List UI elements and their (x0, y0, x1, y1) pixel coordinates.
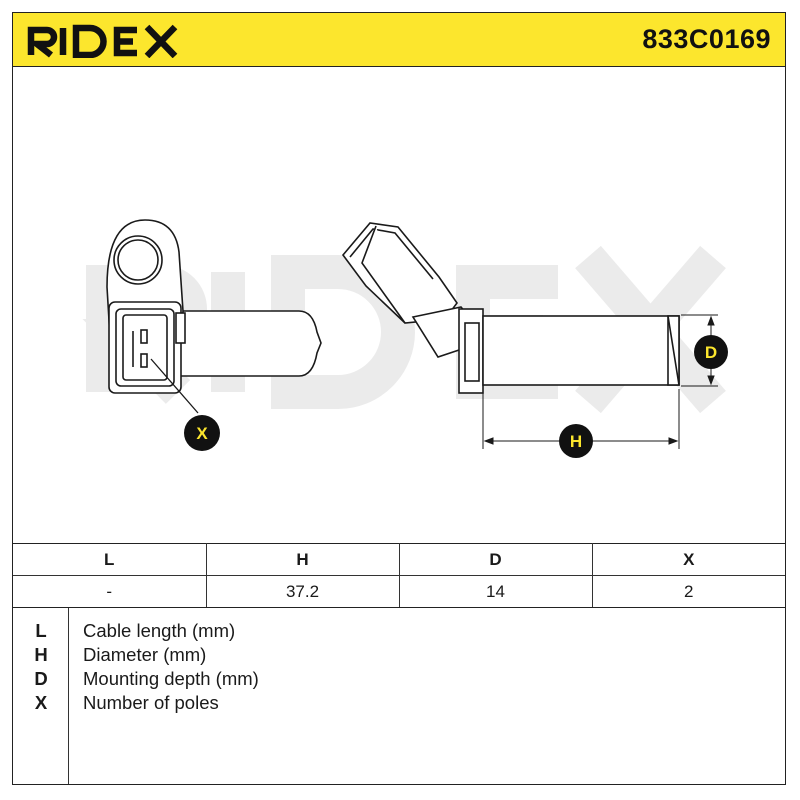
legend-item: X Number of poles (13, 692, 785, 716)
header-cell-x: X (591, 543, 785, 576)
legend-description: Diameter (mm) (83, 644, 207, 665)
value-cell-h: 37.2 (205, 575, 400, 608)
legend-divider (68, 608, 69, 784)
value-cell-d: 14 (398, 575, 593, 608)
legend-code: L (35, 620, 47, 641)
value-cell-x: 2 (591, 575, 785, 608)
legend-code: X (34, 692, 48, 713)
part-number: 833C0169 (642, 24, 771, 54)
ridex-logo (27, 24, 178, 58)
d-marker-label: D (705, 343, 717, 362)
h-marker-label: H (570, 432, 582, 451)
sensor-drawing-svg: X (82, 219, 728, 458)
legend-code: D (34, 668, 48, 689)
h-marker-circle (559, 424, 593, 458)
header-bar: 833C0169 (13, 13, 785, 67)
legend-description: Cable length (mm) (83, 620, 236, 641)
d-marker-circle (694, 335, 728, 369)
x-marker-circle (184, 415, 220, 451)
legend-code: H (34, 644, 48, 665)
header-cell-d: D (398, 543, 593, 576)
legend-item: H Diameter (mm) (13, 644, 785, 668)
sensor-front-view (106, 219, 322, 394)
value-cell-l: - (13, 575, 207, 608)
x-marker-label: X (196, 424, 208, 443)
legend-item: D Mounting depth (mm) (13, 668, 785, 692)
technical-drawing: X (13, 67, 785, 543)
sensor-side-view (341, 222, 680, 394)
dimensions-value-row: - 37.2 14 2 (13, 575, 785, 608)
legend-description: Number of poles (83, 692, 219, 713)
product-sheet: 833C0169 (12, 12, 786, 785)
dimensions-header-row: L H D X (13, 543, 785, 576)
legend-item: L Cable length (mm) (13, 620, 785, 644)
legend-description: Mounting depth (mm) (83, 668, 259, 689)
header-cell-h: H (205, 543, 400, 576)
dimensions-table: L H D X - 37.2 14 2 (13, 543, 785, 608)
x-leader-line (150, 358, 199, 414)
legend: L Cable length (mm) H Diameter (mm) D Mo… (13, 607, 785, 784)
header-cell-l: L (13, 543, 207, 576)
